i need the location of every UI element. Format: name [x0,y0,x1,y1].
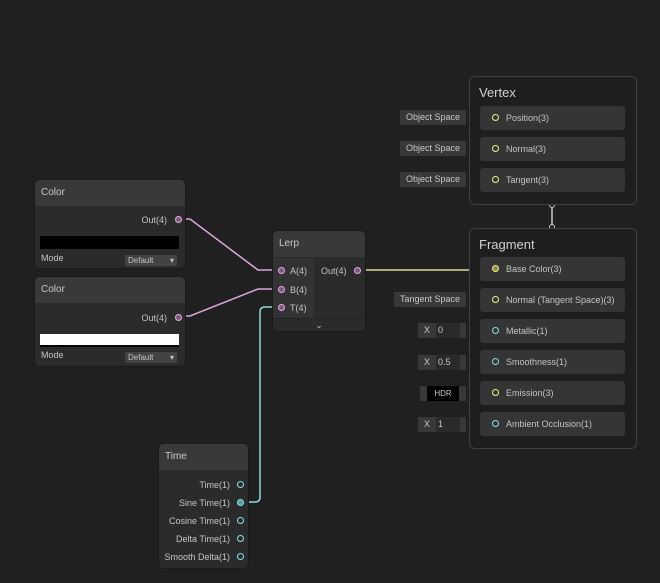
wire-time-lerp-t [242,306,278,503]
input-port[interactable] [492,327,499,334]
block-base-color[interactable]: Base Color(3) [480,257,625,281]
color-swatch[interactable] [40,334,179,347]
color-swatch[interactable] [40,236,179,249]
input-port[interactable] [492,176,499,183]
tangent-space-input[interactable]: Object Space [400,172,466,187]
block-tangent[interactable]: Tangent(3) [480,168,625,192]
metallic-value[interactable]: 0 [436,323,461,338]
context-title: Fragment [479,237,535,252]
position-space-input[interactable]: Object Space [400,110,466,125]
block-label: Normal (Tangent Space)(3) [506,295,615,305]
smoothness-value[interactable]: 0.5 [436,355,461,370]
output-label: Smooth Delta(1) [164,552,230,562]
block-normal-ts[interactable]: Normal (Tangent Space)(3) [480,288,625,312]
output-label: Out(4) [321,266,347,276]
input-port[interactable] [492,296,499,303]
input-port[interactable] [492,114,499,121]
wire-color2-lerp-b [182,288,278,317]
ao-value[interactable]: 1 [436,417,461,432]
node-title: Lerp [273,231,365,257]
output-label: Cosine Time(1) [168,516,230,526]
normal-space-input[interactable]: Tangent Space [394,292,466,307]
emission-input[interactable]: HDR [420,386,466,401]
axis-label: X [424,357,431,367]
hdr-color-swatch[interactable]: HDR [427,386,459,401]
output-label: Sine Time(1) [178,498,230,508]
vertex-context: Vertex Position(3) Normal(3) Tangent(3) [469,76,637,205]
color-node-2[interactable]: Color Out(4) Mode Default [34,276,186,367]
input-port[interactable] [492,389,499,396]
block-emission[interactable]: Emission(3) [480,381,625,405]
node-title: Time [159,444,248,470]
wire-color1-lerp-a [182,218,278,271]
time-node[interactable]: Time Time(1) Sine Time(1) Cosine Time(1)… [158,443,249,569]
output-label: Time(1) [199,480,230,490]
block-label: Tangent(3) [506,175,550,185]
smoothness-input[interactable]: X 0.5 [418,355,466,370]
output-port[interactable] [237,499,244,506]
input-port-a[interactable] [278,267,285,274]
output-label: Delta Time(1) [175,534,230,544]
block-ambient-occlusion[interactable]: Ambient Occlusion(1) [480,412,625,436]
axis-label: X [424,325,431,335]
output-label: Out(4) [141,215,167,225]
axis-label: X [424,419,431,429]
normal-space-input[interactable]: Object Space [400,141,466,156]
mode-label: Mode [41,253,64,263]
lerp-node[interactable]: Lerp A(4) B(4) T(4) Out(4) ⌄ [272,230,366,332]
input-port[interactable] [492,145,499,152]
input-label-a: A(4) [290,266,308,276]
output-label: Out(4) [141,313,167,323]
mode-dropdown[interactable]: Default [125,352,177,363]
color-node-1[interactable]: Color Out(4) Mode Default [34,179,186,269]
block-label: Ambient Occlusion(1) [506,419,593,429]
input-port[interactable] [492,358,499,365]
input-port-b[interactable] [278,286,285,293]
input-label-b: B(4) [290,285,308,295]
output-port[interactable] [237,553,244,560]
input-port[interactable] [492,265,499,272]
output-port[interactable] [354,267,361,274]
block-label: Metallic(1) [506,326,548,336]
block-label: Position(3) [506,113,550,123]
block-position[interactable]: Position(3) [480,106,625,130]
fragment-context: Fragment Base Color(3) Normal (Tangent S… [469,228,637,449]
block-label: Base Color(3) [506,264,562,274]
block-metallic[interactable]: Metallic(1) [480,319,625,343]
block-label: Normal(3) [506,144,547,154]
input-port-t[interactable] [278,304,285,311]
block-normal[interactable]: Normal(3) [480,137,625,161]
context-title: Vertex [479,85,516,100]
output-port[interactable] [237,481,244,488]
mode-label: Mode [41,350,64,360]
expand-chevron-icon[interactable]: ⌄ [273,318,365,331]
block-label: Emission(3) [506,388,554,398]
input-port[interactable] [492,420,499,427]
output-port[interactable] [237,517,244,524]
node-title: Color [35,277,185,303]
output-port[interactable] [175,314,182,321]
input-label-t: T(4) [290,303,307,313]
mode-dropdown[interactable]: Default [125,255,177,266]
output-port[interactable] [175,216,182,223]
block-label: Smoothness(1) [506,357,568,367]
block-smoothness[interactable]: Smoothness(1) [480,350,625,374]
output-port[interactable] [237,535,244,542]
node-title: Color [35,180,185,206]
